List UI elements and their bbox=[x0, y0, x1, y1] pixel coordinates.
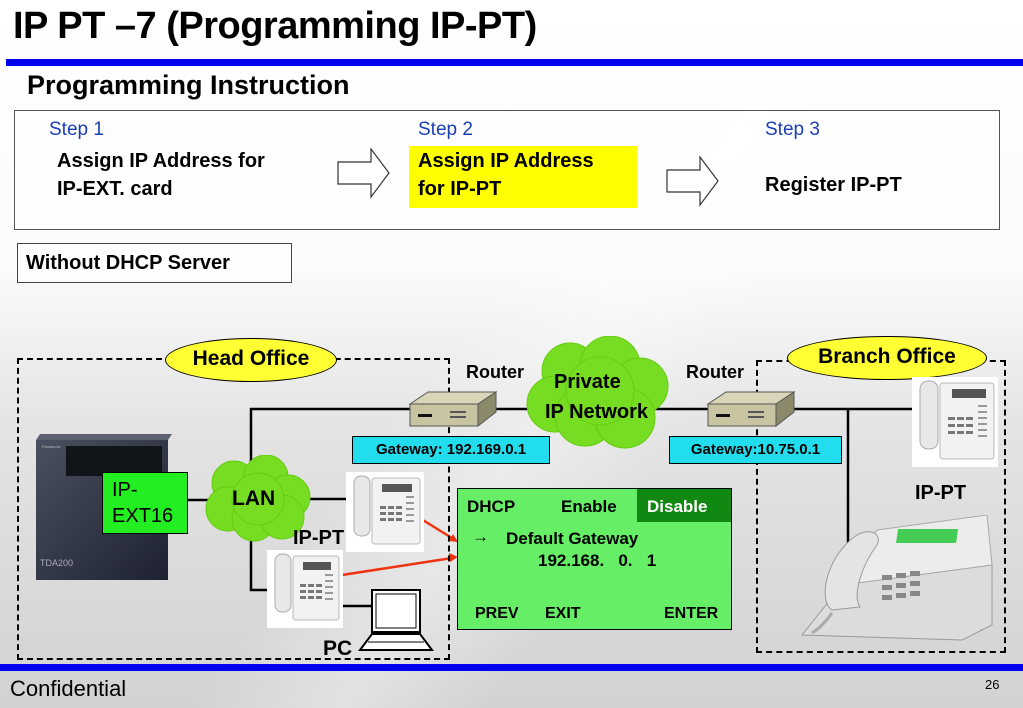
private-network-cloud-icon bbox=[526, 336, 669, 449]
footer-confidential: Confidential bbox=[10, 676, 127, 701]
gateway-head-office: Gateway: 192.169.0.1 bbox=[352, 436, 550, 464]
selected-option-highlight bbox=[637, 489, 731, 522]
step1-label: Step 1 bbox=[49, 119, 104, 140]
section-subtitle: Programming Instruction bbox=[27, 70, 350, 100]
callout-arrowhead-1 bbox=[449, 534, 458, 542]
svg-text:Panasonic: Panasonic bbox=[42, 444, 61, 449]
router-left-icon bbox=[408, 391, 498, 428]
callout-arrowhead-2 bbox=[449, 553, 458, 562]
pbx-model-text: TDA200 bbox=[40, 558, 73, 568]
ip-phone-head-1-icon bbox=[346, 472, 424, 552]
step2-text-line: for IP-PT bbox=[418, 178, 502, 200]
router-left-label: Router bbox=[466, 362, 524, 382]
page-number: 26 bbox=[985, 677, 1000, 692]
screen-option-enable[interactable]: Enable bbox=[561, 497, 617, 516]
ip-pt-branch-label: IP-PT bbox=[915, 482, 967, 504]
screen-arrow-icon: → bbox=[472, 527, 489, 546]
ip-phone-branch-small-icon bbox=[912, 377, 998, 467]
gateway-branch-office: Gateway:10.75.0.1 bbox=[669, 436, 842, 464]
step3-label: Step 3 bbox=[765, 119, 820, 140]
softkey-enter[interactable]: ENTER bbox=[664, 605, 719, 622]
private-network-label-line1: Private bbox=[554, 371, 621, 393]
step2-text-line: Assign IP Address bbox=[418, 150, 594, 172]
screen-item-label: Default Gateway bbox=[506, 529, 639, 548]
screen-field-dhcp: DHCP bbox=[467, 497, 516, 516]
step1-text-line: Assign IP Address for bbox=[57, 150, 265, 172]
ip-phone-head-2-icon bbox=[267, 550, 343, 628]
head-office-label: Head Office bbox=[165, 338, 337, 382]
step1-text-line: IP-EXT. card bbox=[57, 178, 173, 200]
router-right-label: Router bbox=[686, 362, 744, 382]
step1-text: Assign IP Address for IP-EXT. card bbox=[57, 147, 265, 203]
ip-pt-head-label: IP-PT bbox=[293, 527, 345, 549]
softkey-exit[interactable]: EXIT bbox=[545, 605, 581, 622]
mode-label: Without DHCP Server bbox=[17, 243, 292, 283]
step3-text: Register IP-PT bbox=[765, 174, 902, 196]
pc-laptop-icon bbox=[358, 589, 434, 651]
lan-cloud-icon bbox=[205, 455, 311, 542]
step2-text: Assign IP Address for IP-PT bbox=[418, 147, 594, 203]
step2-highlight bbox=[409, 146, 637, 208]
branch-office-label: Branch Office bbox=[787, 336, 987, 380]
phone-display-screen: DHCP Enable Disable → Default Gateway 19… bbox=[457, 488, 732, 630]
step2-label: Step 2 bbox=[418, 119, 473, 140]
title-divider bbox=[6, 59, 1023, 66]
callout-line-2 bbox=[341, 556, 453, 577]
footer-divider bbox=[0, 664, 1023, 671]
softkey-prev[interactable]: PREV bbox=[475, 605, 519, 622]
ip-ext-card-line: EXT16 bbox=[112, 505, 174, 527]
lan-label: LAN bbox=[232, 487, 276, 510]
ip-ext-card-line: IP- bbox=[112, 479, 138, 501]
slide-title: IP PT –7 (Programming IP-PT) bbox=[13, 5, 537, 47]
ip-phone-branch-large-icon bbox=[800, 515, 993, 641]
ip-ext-card: IP- EXT16 bbox=[102, 472, 188, 534]
pc-label: PC bbox=[323, 637, 353, 660]
private-network-label-line2: IP Network bbox=[545, 401, 648, 423]
step-arrow-1-icon bbox=[337, 147, 390, 199]
router-right-icon bbox=[706, 391, 796, 428]
screen-item-value: 192.168. 0. 1 bbox=[538, 551, 657, 570]
screen-option-disable[interactable]: Disable bbox=[647, 497, 708, 516]
step-arrow-2-icon bbox=[666, 155, 719, 207]
